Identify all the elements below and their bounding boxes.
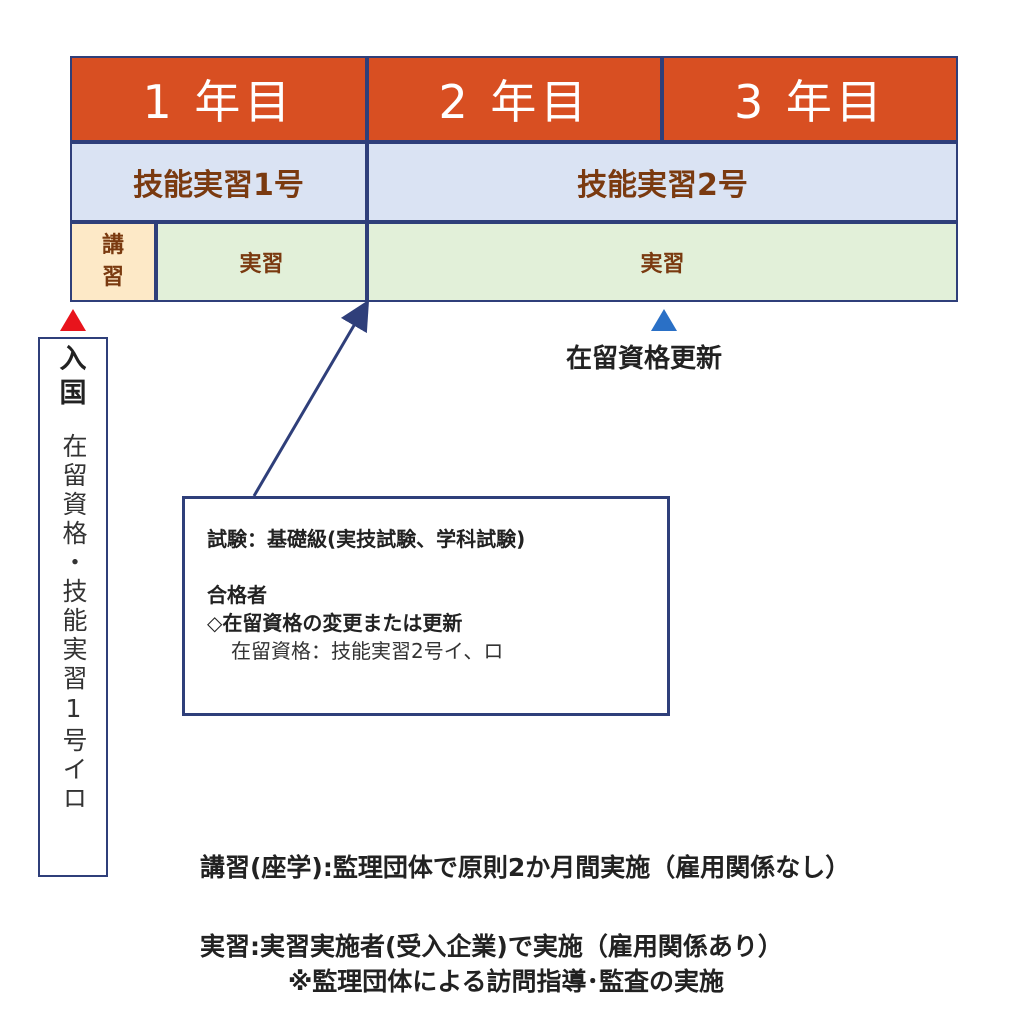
- supervision-note: ※監理団体による訪問指導･監査の実施: [288, 967, 725, 996]
- exam-line: 試験：基礎級(実技試験、学科試験): [207, 527, 526, 551]
- year-2-header: 2 年目: [367, 56, 662, 142]
- entry-title: 入 国: [60, 343, 87, 411]
- year-1-header: 1 年目: [70, 56, 367, 142]
- training-1-label: 実習: [239, 252, 284, 277]
- lecture-note: 講習(座学):監理団体で原則2か月間実施（雇用関係なし）: [200, 853, 851, 882]
- passer-label: 合格者: [207, 583, 267, 607]
- entry-box: 入 国 在留資格・技能実習1号イロ: [38, 337, 108, 877]
- program-2-cell: 技能実習2号: [367, 142, 958, 222]
- entry-marker-icon: [60, 309, 86, 331]
- year-3-header: 3 年目: [662, 56, 958, 142]
- exam-spacer: [207, 553, 667, 581]
- training-2-cell: 実習: [367, 222, 958, 302]
- exam-info-box: 試験：基礎級(実技試験、学科試験) 合格者 ◇在留資格の変更または更新 在留資格…: [182, 496, 670, 716]
- year-3-label: 3 年目: [734, 75, 886, 129]
- training-note: 実習:実習実施者(受入企業)で実施（雇用関係あり）: [200, 932, 783, 961]
- status-type-line: 在留資格：技能実習2号イ、ロ: [231, 639, 504, 663]
- entry-status-text: 在留資格・技能実習1号イロ: [59, 433, 88, 814]
- training-2-label: 実習: [640, 252, 685, 277]
- renewal-marker-icon: [651, 309, 677, 331]
- entry-title-line-2: 国: [59, 378, 87, 409]
- entry-title-line-1: 入: [59, 344, 87, 375]
- year-1-label: 1 年目: [142, 75, 295, 129]
- lecture-label-2: 習: [101, 265, 124, 290]
- year-2-label: 2 年目: [438, 75, 591, 129]
- lecture-label-1: 講: [101, 233, 124, 258]
- renewal-label: 在留資格更新: [566, 344, 723, 374]
- program-2-label: 技能実習2号: [577, 168, 748, 203]
- program-1-cell: 技能実習1号: [70, 142, 367, 222]
- status-change-line: ◇在留資格の変更または更新: [207, 611, 463, 635]
- training-1-cell: 実習: [156, 222, 367, 302]
- lecture-cell: 講 習: [70, 222, 156, 302]
- program-1-label: 技能実習1号: [133, 168, 304, 203]
